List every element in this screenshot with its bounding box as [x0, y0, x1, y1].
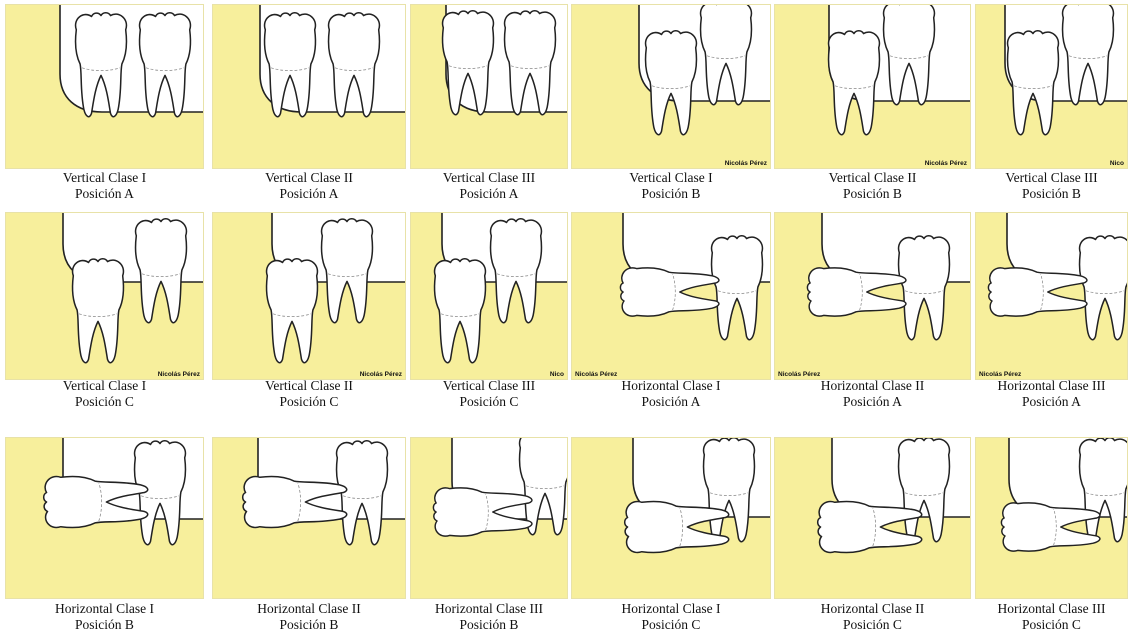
panel-caption: Horizontal Clase IIPosición B [212, 601, 406, 633]
impaction-class-label: Vertical Clase III [410, 378, 568, 394]
author-watermark: Nicolás Pérez [979, 371, 1022, 378]
position-label: Posición C [212, 394, 406, 410]
impaction-class-label: Horizontal Clase I [571, 601, 771, 617]
position-label: Posición A [410, 186, 568, 202]
position-label: Posición B [5, 617, 204, 633]
impaction-class-label: Horizontal Clase II [774, 601, 971, 617]
impaction-class-label: Vertical Clase II [774, 170, 971, 186]
position-label: Posición C [571, 617, 771, 633]
position-label: Posición B [410, 617, 568, 633]
position-label: Posición A [571, 394, 771, 410]
tooth-illustration: Nicolás Pérez [774, 4, 971, 169]
tooth-illustration: Nicolás Pérez [5, 212, 204, 380]
impaction-class-label: Horizontal Clase I [5, 601, 204, 617]
impaction-class-label: Vertical Clase III [410, 170, 568, 186]
tooth-illustration: Nicolás Pérez [571, 4, 771, 169]
tooth-illustration: Nico [410, 212, 568, 380]
impaction-class-label: Horizontal Clase II [774, 378, 971, 394]
impaction-class-label: Vertical Clase III [975, 170, 1128, 186]
tooth-illustration [212, 437, 406, 599]
impaction-class-label: Vertical Clase II [212, 170, 406, 186]
position-label: Posición C [975, 617, 1128, 633]
position-label: Posición A [975, 394, 1128, 410]
position-label: Posición B [571, 186, 771, 202]
position-label: Posición B [212, 617, 406, 633]
tooth-illustration: Nicolás Pérez [212, 212, 406, 380]
diagram-panel: Horizontal Clase IIPosición C [774, 437, 971, 635]
impaction-class-label: Vertical Clase II [212, 378, 406, 394]
tooth-illustration [5, 437, 204, 599]
panel-caption: Horizontal Clase IIIPosición C [975, 601, 1128, 633]
tooth-illustration: Nicolás Pérez [571, 212, 771, 380]
author-watermark: Nicolás Pérez [158, 371, 201, 378]
impaction-class-label: Horizontal Clase III [975, 601, 1128, 617]
position-label: Posición B [975, 186, 1128, 202]
author-watermark: Nicolás Pérez [360, 371, 403, 378]
position-label: Posición A [212, 186, 406, 202]
impaction-class-label: Horizontal Clase I [571, 378, 771, 394]
author-watermark: Nicolás Pérez [778, 371, 821, 378]
impaction-class-label: Vertical Clase I [571, 170, 771, 186]
tooth-illustration [774, 437, 971, 599]
author-watermark: Nicolás Pérez [925, 160, 968, 167]
impaction-class-label: Horizontal Clase III [975, 378, 1128, 394]
author-watermark: Nicolás Pérez [725, 160, 768, 167]
position-label: Posición A [774, 394, 971, 410]
tooth-illustration [212, 4, 406, 169]
tooth-illustration [410, 4, 568, 169]
impaction-class-label: Horizontal Clase III [410, 601, 568, 617]
impaction-class-label: Vertical Clase I [5, 378, 204, 394]
position-label: Posición C [774, 617, 971, 633]
tooth-illustration [975, 437, 1128, 599]
position-label: Posición A [5, 186, 204, 202]
tooth-illustration: Nico [975, 4, 1128, 169]
position-label: Posición C [5, 394, 204, 410]
author-watermark: Nicolás Pérez [575, 371, 618, 378]
position-label: Posición C [410, 394, 568, 410]
position-label: Posición B [774, 186, 971, 202]
impaction-class-label: Vertical Clase I [5, 170, 204, 186]
author-watermark: Nico [1110, 160, 1124, 167]
tooth-illustration [571, 437, 771, 599]
tooth-illustration [5, 4, 204, 169]
author-watermark: Nico [550, 371, 564, 378]
panel-caption: Horizontal Clase IIPosición A [774, 378, 971, 410]
tooth-illustration: Nicolás Pérez [975, 212, 1128, 380]
diagram-panel: Vertical Clase IPosición A [5, 4, 204, 204]
tooth-illustration [410, 437, 568, 599]
tooth-illustration: Nicolás Pérez [774, 212, 971, 380]
impaction-class-label: Horizontal Clase II [212, 601, 406, 617]
panel-caption: Horizontal Clase IIPosición C [774, 601, 971, 633]
